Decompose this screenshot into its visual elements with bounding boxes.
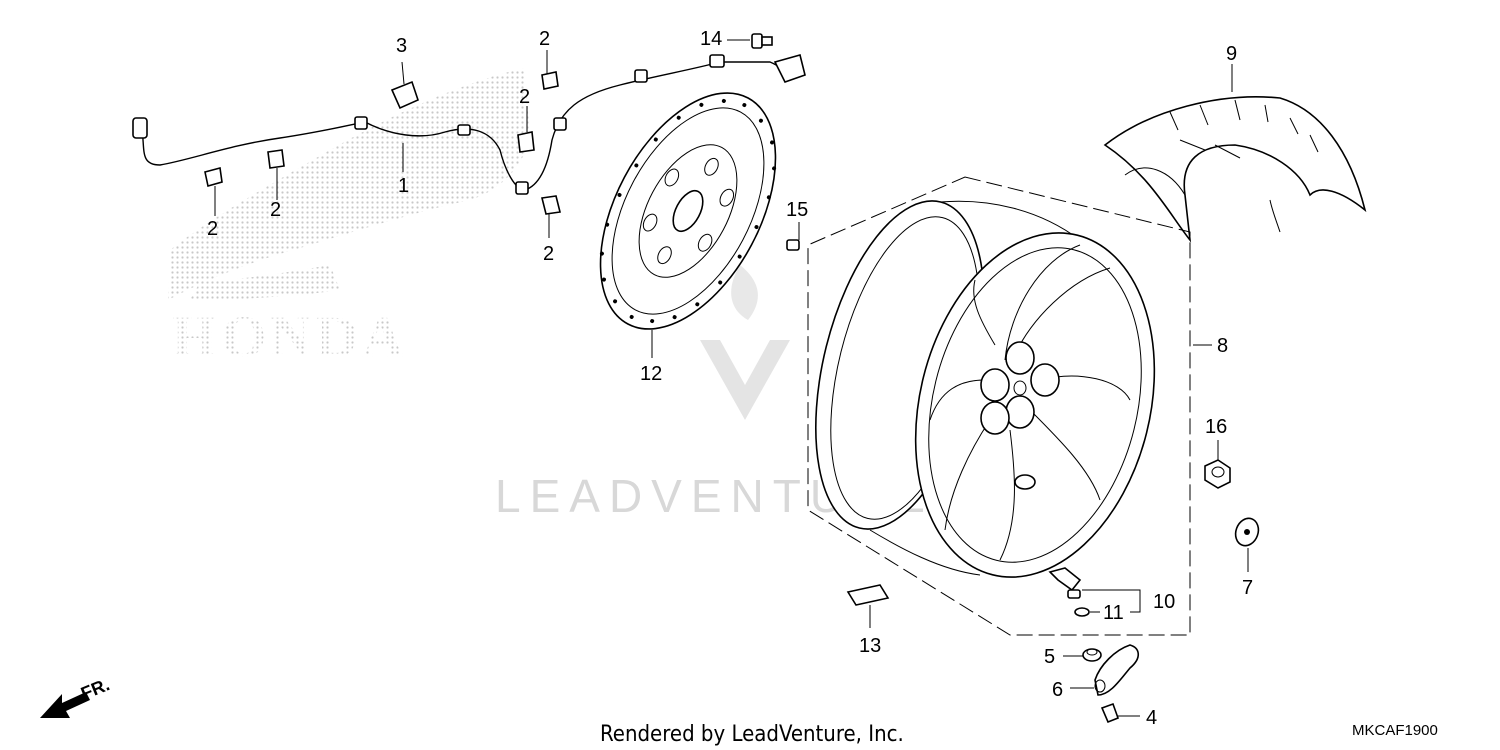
part-10-valve[interactable]	[1048, 567, 1082, 599]
front-arrow-icon	[40, 692, 90, 718]
part-11-o-ring[interactable]	[1074, 607, 1090, 617]
part-14-bolt[interactable]	[751, 33, 773, 49]
part-3-clamp[interactable]	[390, 61, 419, 110]
callout-2-a: 2	[207, 218, 218, 240]
part-5-grommet[interactable]	[1082, 648, 1102, 662]
front-direction-label: FR.	[78, 674, 112, 703]
part-13-balance-weight[interactable]	[846, 584, 890, 606]
callout-6: 6	[1052, 679, 1063, 701]
part-15-bolt[interactable]	[786, 239, 800, 251]
callout-2-b: 2	[270, 199, 281, 221]
callout-13: 13	[859, 635, 881, 657]
part-9-tire[interactable]	[1103, 96, 1367, 243]
rendered-by-credit: Rendered by LeadVenture, Inc.	[600, 722, 904, 747]
callout-4: 4	[1146, 707, 1157, 729]
callout-16: 16	[1205, 416, 1227, 438]
callout-2-e: 2	[543, 243, 554, 265]
part-16-nut[interactable]	[1204, 459, 1231, 489]
diagram-code: MKCAF1900	[1352, 722, 1438, 739]
callout-12: 12	[640, 363, 662, 385]
front-direction-indicator: FR.	[40, 674, 112, 718]
callout-7: 7	[1242, 577, 1253, 599]
callout-1: 1	[398, 175, 409, 197]
callout-11: 11	[1103, 602, 1124, 624]
wheel-assembly-boundary	[807, 176, 1191, 636]
callout-8: 8	[1217, 335, 1228, 357]
honda-wordmark: HONDA	[172, 304, 408, 369]
part-7-cap[interactable]	[1232, 515, 1262, 549]
part-12-brake-disc[interactable]	[564, 64, 811, 358]
part-4-valve-cap[interactable]	[1100, 702, 1120, 724]
callout-5: 5	[1044, 646, 1055, 668]
callout-labels: 1 2 2 2 2 2 3 4 5 6 7 8 9 10 11 12 13 14…	[207, 28, 1253, 729]
callout-9: 9	[1226, 43, 1237, 65]
callout-15: 15	[786, 199, 808, 221]
callout-2-d: 2	[519, 86, 530, 108]
leader-lines	[214, 39, 1249, 717]
callout-10: 10	[1153, 591, 1175, 613]
part-1-speed-sensor-harness[interactable]	[132, 54, 806, 195]
part-6-pressure-sensor[interactable]	[1094, 644, 1140, 696]
honda-wing-logo: HONDA	[168, 68, 530, 369]
callout-2-c: 2	[539, 28, 550, 50]
callout-14: 14	[700, 28, 722, 50]
part-2-clips[interactable]	[204, 71, 561, 215]
part-8-wheel[interactable]	[786, 184, 1189, 603]
callout-3: 3	[396, 35, 407, 57]
